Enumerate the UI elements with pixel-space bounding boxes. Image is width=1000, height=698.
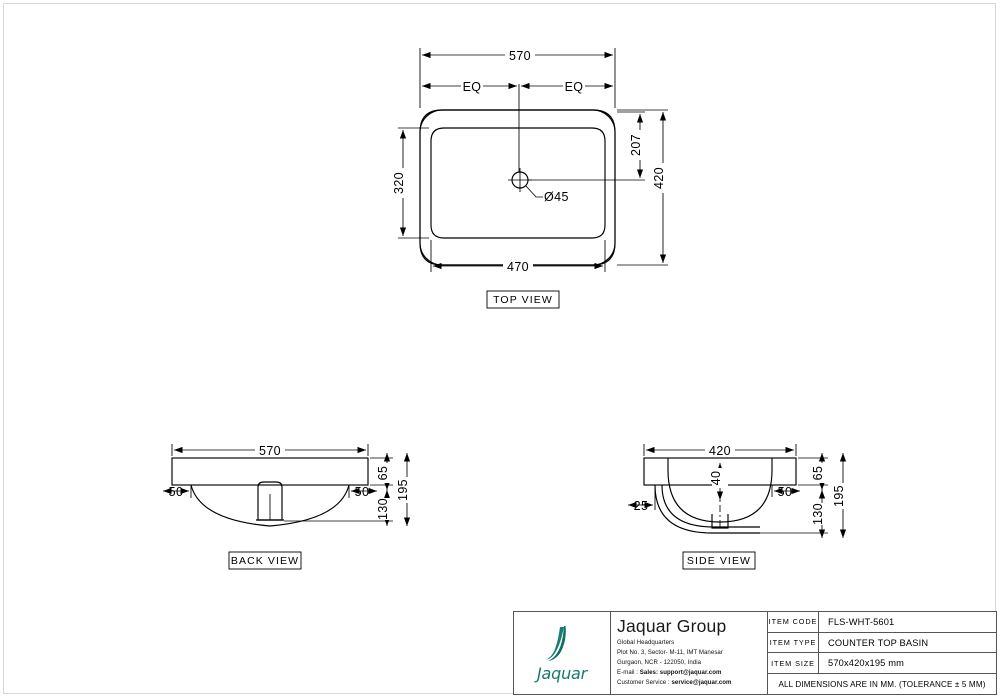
sales-email-line: E-mail : Sales: support@jaquar.com	[617, 668, 767, 678]
dim-side-50: 50	[778, 485, 793, 499]
dim-eq-right: EQ	[565, 80, 584, 94]
item-code-value: FLS-WHT-5601	[828, 616, 895, 627]
company-name: Jaquar Group	[617, 616, 727, 636]
item-type-value: COUNTER TOP BASIN	[828, 637, 929, 648]
side-view-waste-stem	[711, 514, 729, 529]
dim-side-130: 130	[811, 503, 825, 525]
service-prefix: Customer Service :	[617, 678, 672, 686]
dim-side-40: 40	[709, 471, 723, 486]
hq-label: Global Headquarters	[617, 639, 675, 647]
back-view-waste-stem	[257, 481, 283, 521]
dim-back-195: 195	[396, 479, 410, 501]
side-view-outer-bowl-arc	[654, 484, 760, 534]
address-line-2: Gurgaon, NCR - 122050, India	[617, 659, 702, 667]
back-view-bowl-curve	[190, 484, 350, 527]
dim-back-50-left: 50	[169, 485, 184, 499]
table-row: ITEM CODE FLS-WHT-5601	[768, 612, 996, 633]
item-size-label: ITEM SIZE	[768, 653, 819, 674]
jaquar-swoosh-icon	[545, 626, 566, 661]
side-view-label: SIDE VIEW	[687, 555, 751, 567]
table-row: ITEM TYPE COUNTER TOP BASIN	[768, 632, 996, 654]
dim-side-65: 65	[811, 466, 825, 481]
dim-side-25: 25	[634, 499, 649, 513]
dim-470: 470	[507, 260, 529, 274]
sales-email[interactable]: Sales: support@jaquar.com	[639, 668, 722, 676]
back-view-label-box	[228, 551, 302, 570]
drain-leader-line	[525, 185, 543, 198]
back-view-label: BACK VIEW	[231, 555, 299, 567]
item-type-label: ITEM TYPE	[768, 632, 819, 653]
dim-420: 420	[652, 167, 666, 189]
drawing-sheet-border	[3, 3, 996, 694]
brand-logo: Jaquar	[514, 612, 611, 694]
dim-back-50-right: 50	[355, 485, 370, 499]
service-email[interactable]: service@jaquar.com	[671, 678, 732, 686]
dim-back-130: 130	[376, 498, 390, 520]
dim-eq-left: EQ	[463, 80, 482, 94]
dim-back-570: 570	[259, 444, 281, 458]
service-email-line: Customer Service : service@jaquar.com	[617, 678, 767, 688]
tolerance-note: ALL DIMENSIONS ARE IN MM. (TOLERANCE ± 5…	[778, 679, 986, 689]
dim-320: 320	[392, 172, 406, 194]
email-prefix: E-mail :	[617, 668, 640, 676]
title-block: Jaquar Jaquar Group Global Headquarters …	[513, 611, 997, 695]
dim-back-65: 65	[376, 466, 390, 481]
top-view-inner-bowl	[430, 127, 606, 239]
dim-207: 207	[629, 134, 643, 156]
dim-570-top: 570	[509, 49, 531, 63]
side-view-group: 420 25 50 40 65 130 195 SIDE VIEW	[628, 441, 851, 570]
dim-dia45: Ø45	[544, 190, 569, 204]
side-view-outer-bowl-arc2	[661, 484, 760, 528]
jaquar-wordmark: Jaquar	[536, 664, 587, 683]
item-code-label: ITEM CODE	[768, 612, 819, 632]
top-view-label-box	[486, 290, 560, 309]
dim-side-195: 195	[832, 485, 846, 507]
top-view-group: 570 EQ EQ 320 470 420 207	[392, 46, 671, 309]
item-size-value: 570x420x195 mm	[828, 658, 905, 669]
dim-side-420: 420	[709, 444, 731, 458]
back-view-rim	[171, 457, 369, 486]
side-view-label-box	[682, 551, 756, 570]
company-info: Jaquar Group Global Headquarters Plot No…	[611, 612, 768, 694]
top-view-label: TOP VIEW	[493, 294, 553, 306]
back-view-group: 570 50 50 65 130 195 BACK VIEW	[163, 441, 415, 570]
item-spec-table: ITEM CODE FLS-WHT-5601 ITEM TYPE COUNTER…	[768, 612, 996, 694]
address-line-1: Plot No. 3, Sector- M-11, IMT Manesar	[617, 649, 723, 657]
table-row: ITEM SIZE 570x420x195 mm	[768, 653, 996, 675]
